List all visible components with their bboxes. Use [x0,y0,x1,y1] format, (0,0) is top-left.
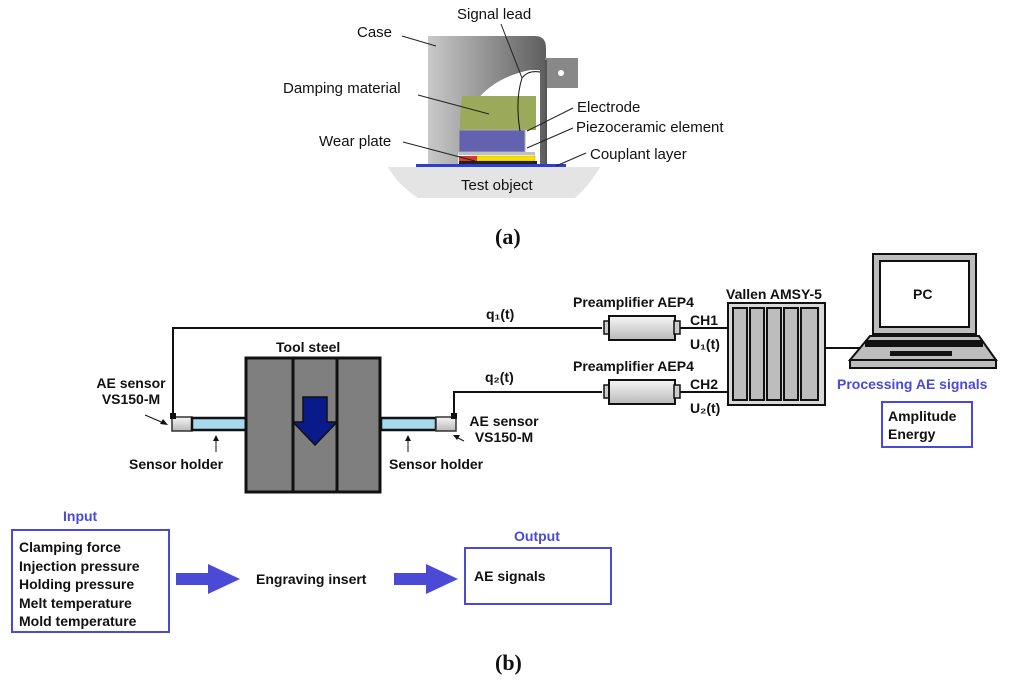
label-ch2: CH2 [690,376,719,392]
wear-plate-shape [459,156,477,161]
ae-sensor-right-line2: VS150-M [474,429,534,445]
label-test-object: Test object [461,177,533,194]
label-piezoceramic-element: Piezoceramic element [576,119,724,136]
label-input-title: Input [63,508,98,524]
output-box [464,547,612,605]
label-pc: PC [913,286,933,302]
press-arrow-icon [291,396,339,447]
label-damping-material: Damping material [283,80,401,97]
couplant-layer-shape [416,164,566,167]
output-amplitude: Amplitude [888,408,957,424]
input-item: Clamping force [19,539,121,555]
ae-sensor-left-line2: VS150-M [101,391,161,407]
label-q2: q₂(t) [485,369,514,385]
label-q1: q₁(t) [486,306,515,322]
label-tool-steel: Tool steel [276,339,341,355]
input-item: Holding pressure [19,576,135,592]
label-signal-lead: Signal lead [457,6,532,23]
electrode-strip [459,152,535,155]
test-object-shape [388,167,600,198]
sensor-holder-left-shape [190,416,249,432]
flow-arrow-1-icon [176,564,240,594]
label-u1: U₁(t) [690,336,720,352]
input-item: Injection pressure [19,557,140,574]
damping-material-shape [460,96,536,130]
label-case: Case [357,24,393,41]
piezo-element-shape [458,129,526,153]
preamplifier-2-shape [603,379,681,405]
label-u2: U₂(t) [690,400,721,416]
label-ae-signals: AE signals [474,568,546,584]
label-couplant-layer: Couplant layer [590,146,687,163]
flow-arrow-2-icon [394,564,458,594]
label-vallen-amsy5: Vallen AMSY-5 [726,286,822,302]
label-wear-plate: Wear plate [319,133,392,150]
label-preamplifier-2: Preamplifier AEP4 [573,358,694,374]
sensor-holder-right-shape [379,416,438,432]
label-preamplifier-1: Preamplifier AEP4 [573,294,694,310]
caption-b: (b) [495,650,522,675]
label-ae-sensor-right: AE sensor VS150-M [466,413,542,445]
label-processing-ae-signals: Processing AE signals [837,376,988,392]
yellow-layer [474,155,536,162]
label-ch1: CH1 [690,312,719,328]
label-sensor-holder-left: Sensor holder [129,456,224,472]
caption-a: (a) [495,224,521,249]
output-energy: Energy [888,426,936,442]
ae-sensor-right-shape [435,416,457,432]
label-output-title: Output [514,528,560,544]
label-engraving-insert: Engraving insert [256,571,367,587]
ae-sensor-left-line1: AE sensor [96,375,166,391]
vallen-amsy5-shape [727,302,826,406]
preamplifier-1-shape [603,315,681,341]
label-electrode: Electrode [577,99,641,116]
ae-sensor-left-shape [171,416,193,432]
input-box: Clamping force Injection pressure Holdin… [11,529,170,633]
label-ae-sensor-left: AE sensor VS150-M [91,375,171,407]
input-item: Mold temperature [19,613,137,629]
ae-sensor-right-line1: AE sensor [469,413,539,429]
pc-laptop-icon [847,253,998,369]
input-item: Melt temperature [19,594,132,611]
label-sensor-holder-right: Sensor holder [389,456,484,472]
processing-outputs-box: Amplitude Energy [881,401,973,448]
